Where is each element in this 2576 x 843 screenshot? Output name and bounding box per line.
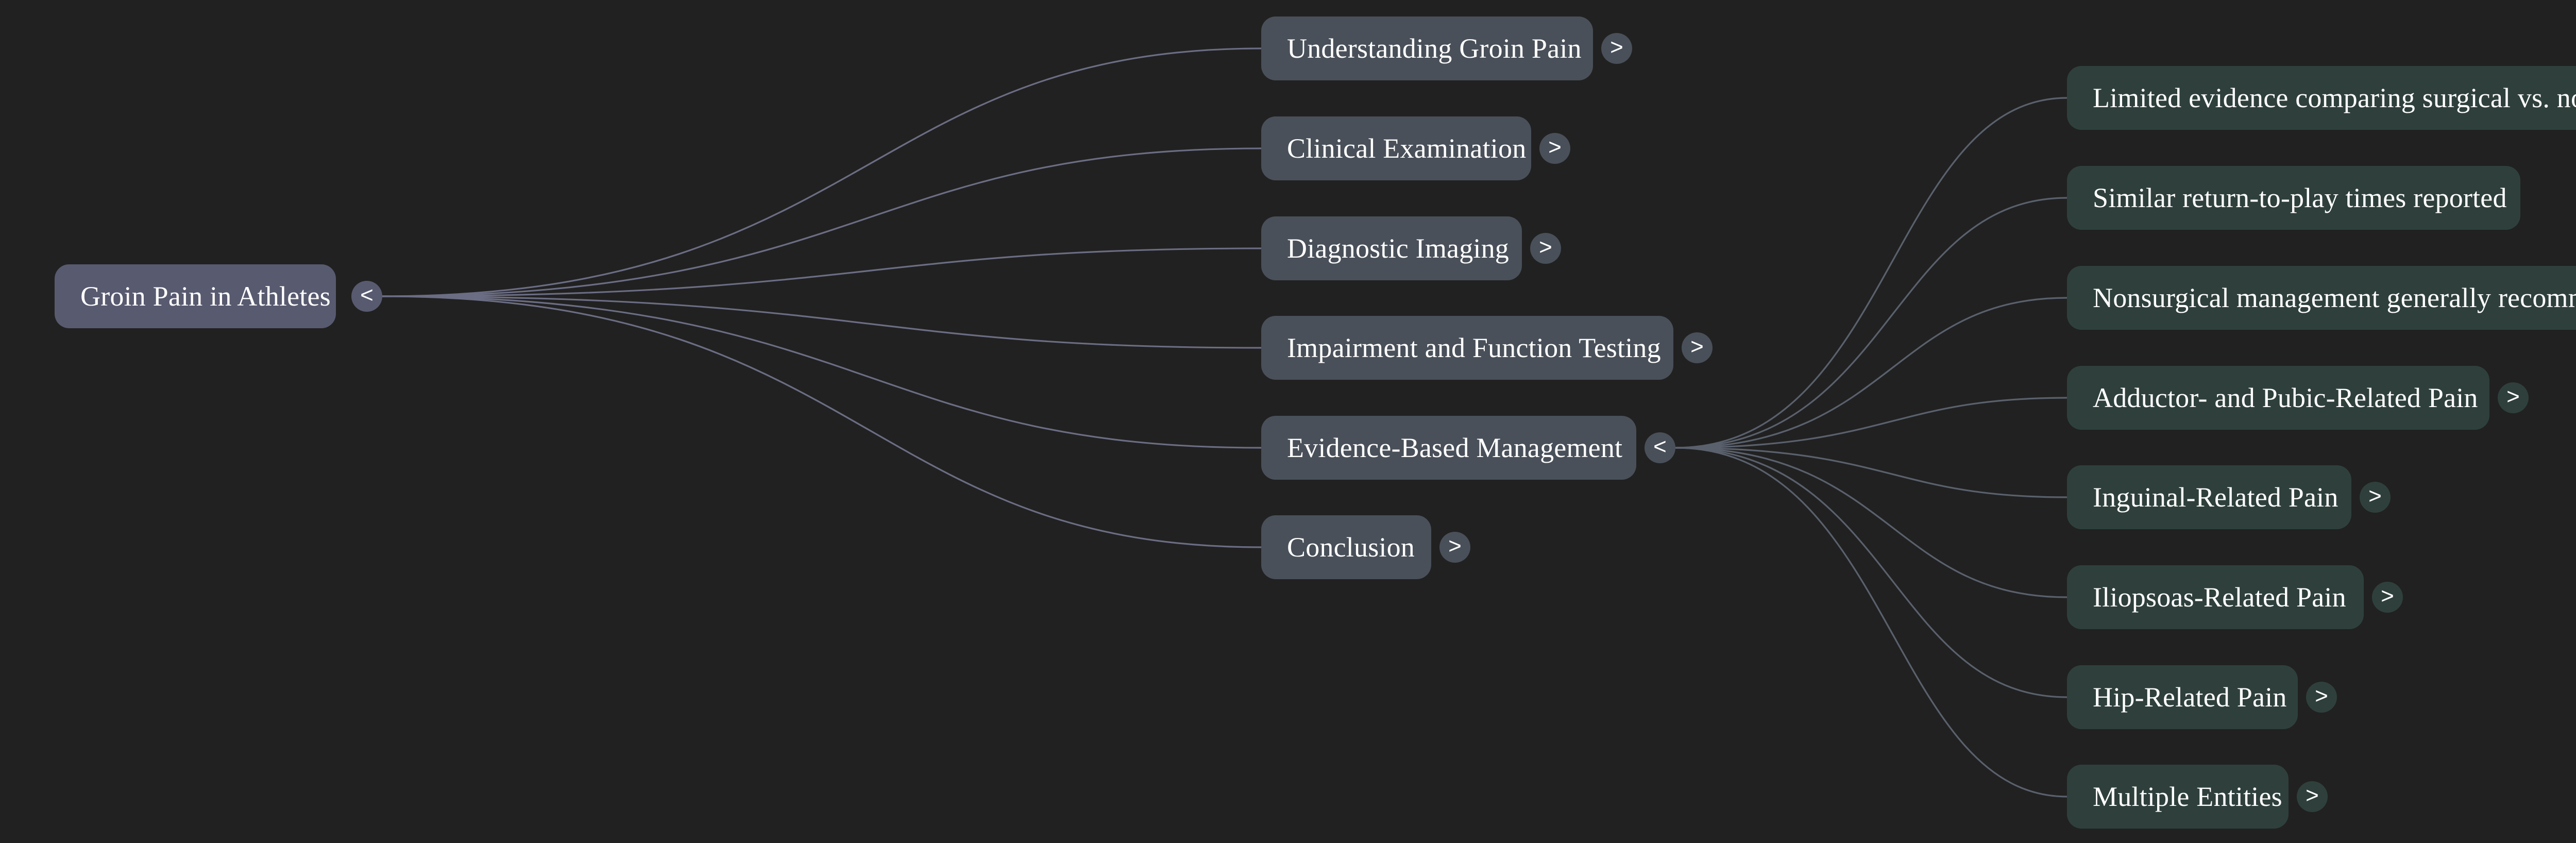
expand-toggle-icon[interactable]: > xyxy=(2297,781,2328,812)
toggle-glyph: > xyxy=(2381,583,2394,609)
expand-toggle-icon[interactable]: > xyxy=(2372,582,2403,613)
mindmap-node[interactable]: Adductor- and Pubic-Related Pain xyxy=(2067,366,2489,430)
expand-toggle-icon[interactable]: > xyxy=(1601,33,1632,64)
expand-toggle-icon[interactable]: > xyxy=(2306,682,2337,713)
node-label: Limited evidence comparing surgical vs. … xyxy=(2093,82,2576,113)
node-label: Adductor- and Pubic-Related Pain xyxy=(2093,382,2478,413)
mindmap-node[interactable]: Evidence-Based Management xyxy=(1261,416,1636,480)
mindmap-node[interactable]: Inguinal-Related Pain xyxy=(2067,465,2351,529)
mindmap-node[interactable]: Clinical Examination xyxy=(1261,116,1531,180)
expand-toggle-icon[interactable]: > xyxy=(2360,482,2391,513)
toggle-glyph: < xyxy=(360,282,374,308)
toggle-glyph: > xyxy=(2368,483,2382,509)
mindmap-node[interactable]: Iliopsoas-Related Pain xyxy=(2067,565,2364,629)
node-label: Multiple Entities xyxy=(2093,781,2282,812)
mindmap-node[interactable]: Multiple Entities xyxy=(2067,765,2289,829)
mindmap-node[interactable]: Nonsurgical management generally recomme… xyxy=(2067,266,2576,330)
expand-toggle-icon[interactable]: > xyxy=(1682,332,1713,363)
toggle-glyph: < xyxy=(1653,434,1667,459)
mindmap-node[interactable]: Hip-Related Pain xyxy=(2067,665,2298,729)
mindmap-node[interactable]: Understanding Groin Pain xyxy=(1261,16,1593,80)
mindmap-node[interactable]: Groin Pain in Athletes xyxy=(55,264,336,328)
toggle-glyph: > xyxy=(2306,783,2319,808)
expand-toggle-icon[interactable]: > xyxy=(1530,233,1561,264)
node-label: Impairment and Function Testing xyxy=(1287,332,1661,363)
expand-toggle-icon[interactable]: > xyxy=(1439,532,1470,563)
node-label: Iliopsoas-Related Pain xyxy=(2093,582,2346,613)
toggle-glyph: > xyxy=(1448,533,1462,559)
toggle-glyph: > xyxy=(1690,334,1704,359)
toggle-glyph: > xyxy=(1610,35,1623,60)
collapse-toggle-icon[interactable]: < xyxy=(1645,432,1675,463)
node-label: Diagnostic Imaging xyxy=(1287,233,1510,264)
toggle-glyph: > xyxy=(2506,384,2520,409)
mindmap-node[interactable]: Diagnostic Imaging xyxy=(1261,216,1522,280)
mindmap-node[interactable]: Impairment and Function Testing xyxy=(1261,316,1673,380)
node-label: Hip-Related Pain xyxy=(2093,682,2287,713)
mindmap-node[interactable]: Similar return-to-play times reported xyxy=(2067,166,2520,230)
node-label: Conclusion xyxy=(1287,532,1415,563)
node-label: Similar return-to-play times reported xyxy=(2093,182,2507,213)
toggle-glyph: > xyxy=(1539,234,1552,260)
node-label: Groin Pain in Athletes xyxy=(80,281,331,312)
expand-toggle-icon[interactable]: > xyxy=(1539,133,1570,164)
node-label: Clinical Examination xyxy=(1287,133,1527,164)
mindmap-node[interactable]: Conclusion xyxy=(1261,515,1431,579)
expand-toggle-icon[interactable]: > xyxy=(2498,382,2529,413)
toggle-glyph: > xyxy=(2315,683,2328,709)
toggle-glyph: > xyxy=(1548,134,1562,160)
mindmap-node[interactable]: Limited evidence comparing surgical vs. … xyxy=(2067,66,2576,130)
node-label: Evidence-Based Management xyxy=(1287,432,1623,463)
node-label: Inguinal-Related Pain xyxy=(2093,482,2338,513)
node-label: Nonsurgical management generally recomme… xyxy=(2093,282,2576,313)
collapse-toggle-icon[interactable]: < xyxy=(351,281,382,312)
node-label: Understanding Groin Pain xyxy=(1287,33,1582,64)
